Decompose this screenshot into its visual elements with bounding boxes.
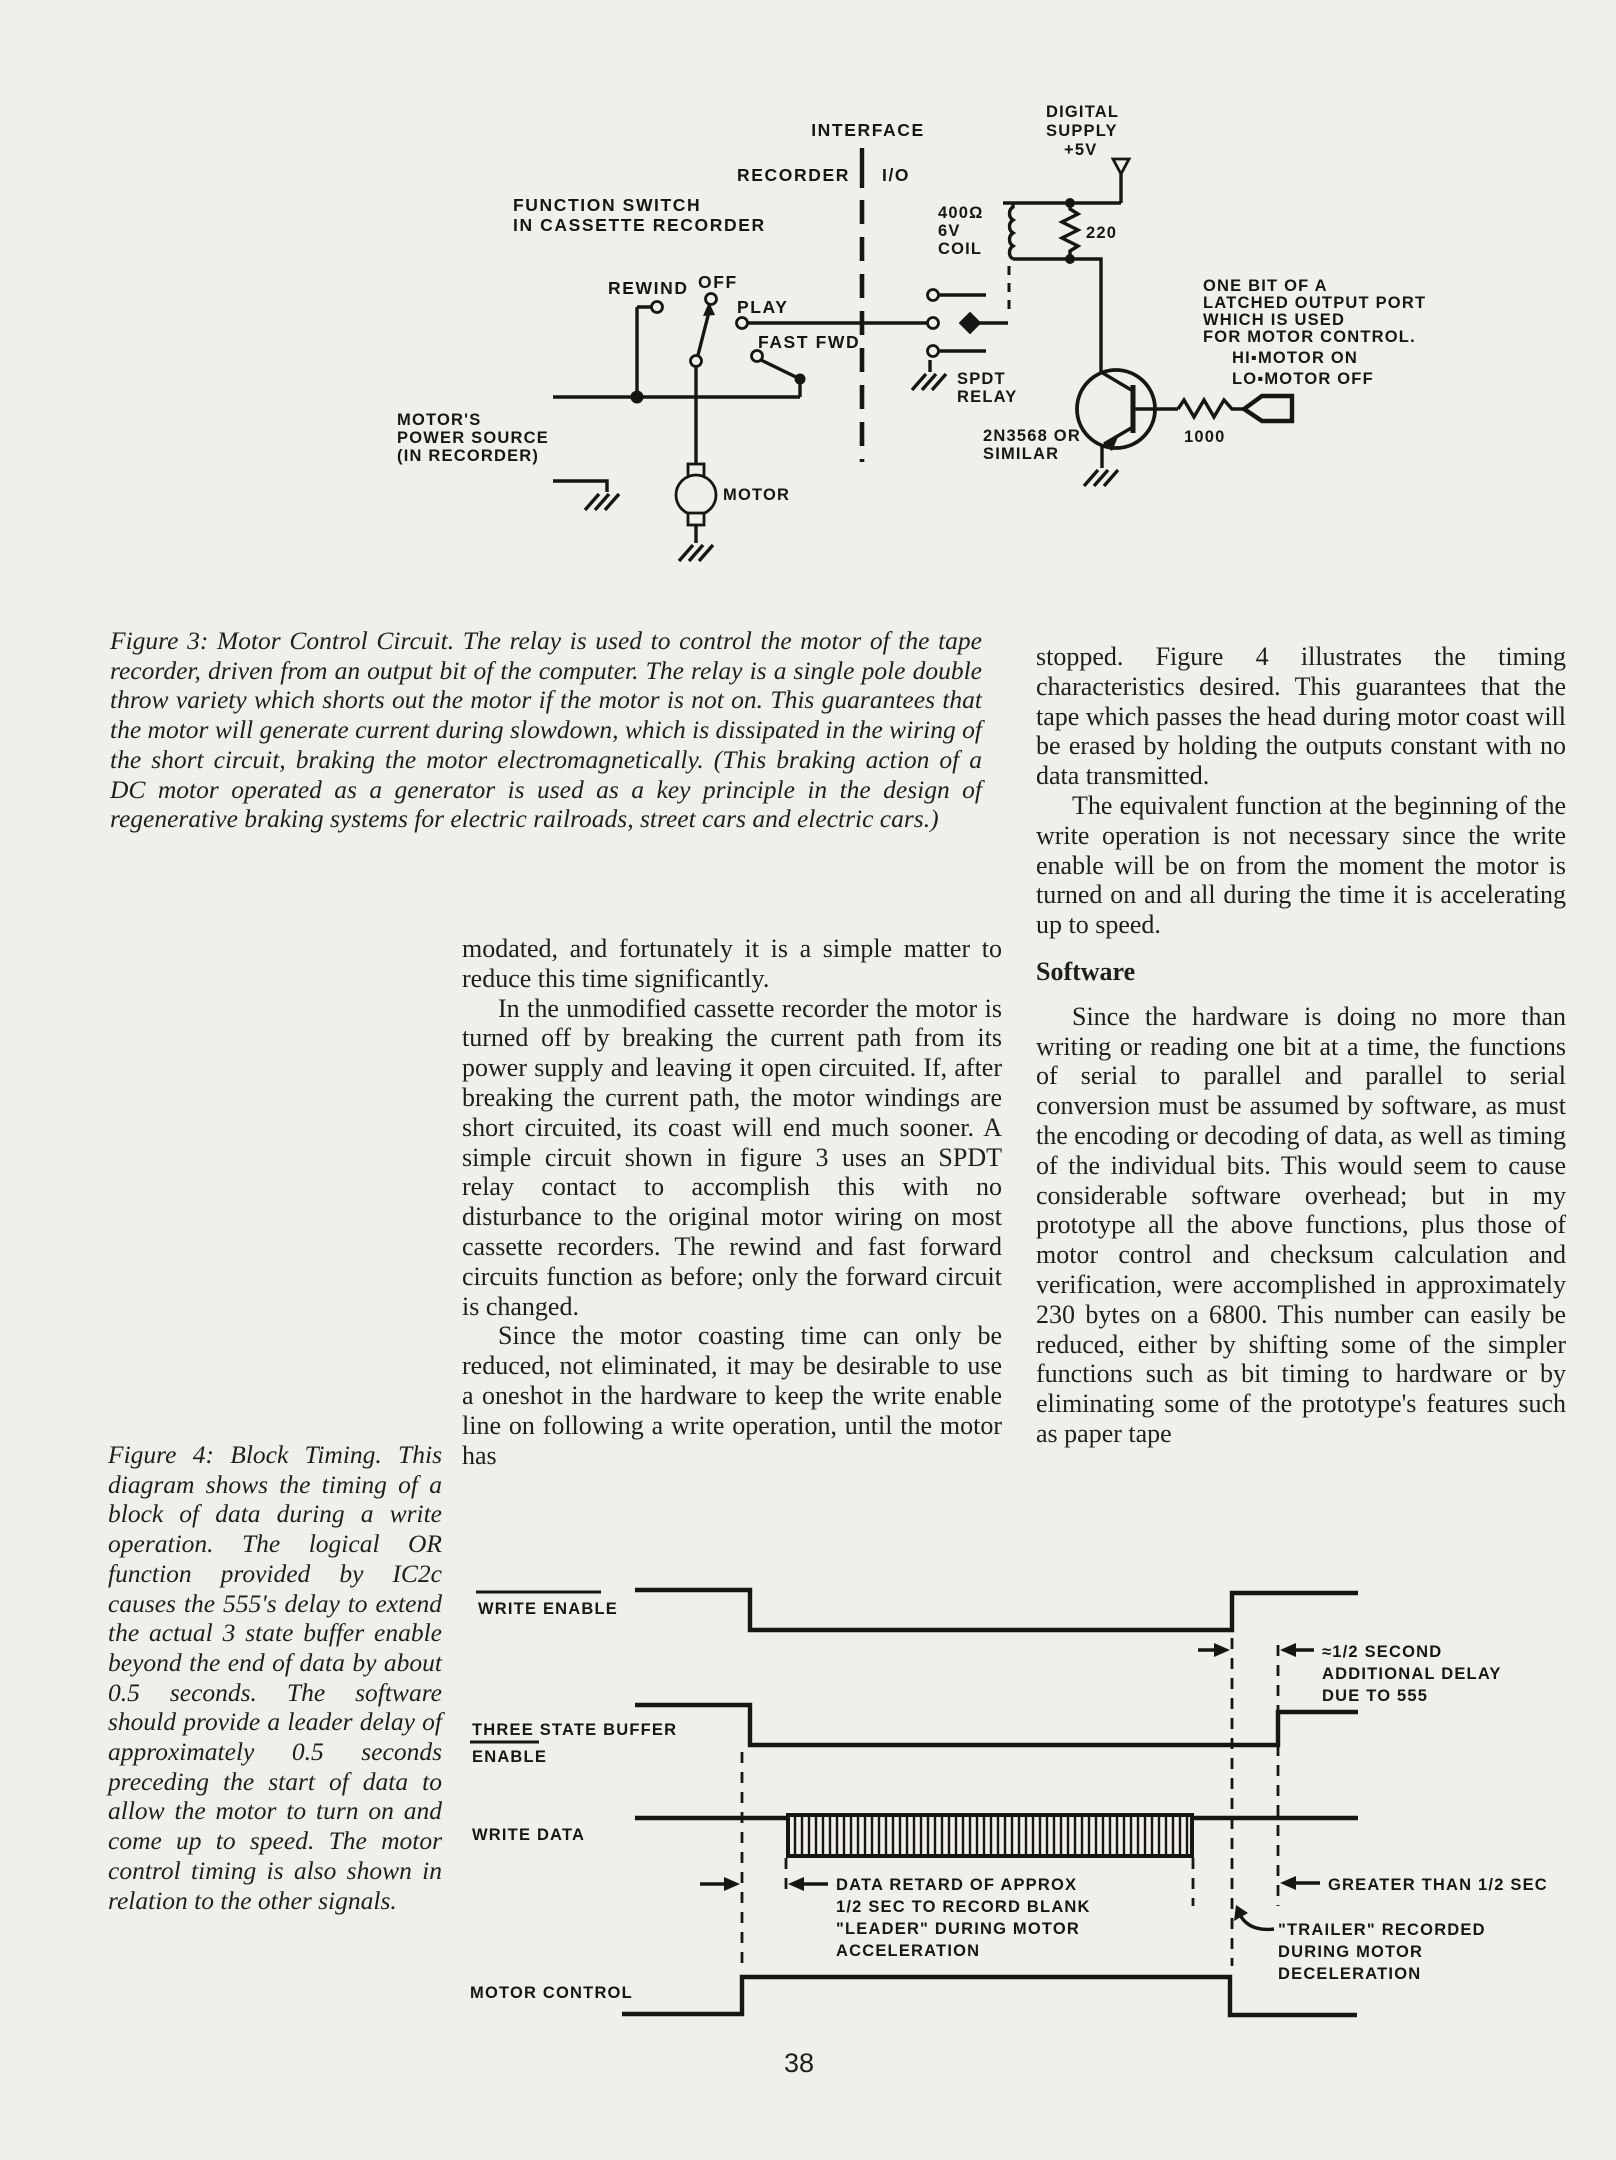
middle-paragraph-1: modated, and fortunately it is a simple … xyxy=(462,934,1002,993)
label-port-4: FOR MOTOR CONTROL. xyxy=(1203,328,1416,346)
annotation-trailer-2: DURING MOTOR xyxy=(1278,1943,1423,1961)
right-paragraph-2: The equivalent function at the beginning… xyxy=(1036,790,1566,940)
figure4-caption: Figure 4: Block Timing. This diagram sho… xyxy=(108,1440,442,1915)
right-column: stopped. Figure 4 illustrates the timing… xyxy=(1036,642,1566,1449)
label-motors: MOTOR'S xyxy=(397,411,481,429)
label-hi-motor-on: HI▪MOTOR ON xyxy=(1232,349,1358,367)
label-recorder: RECORDER xyxy=(737,165,850,185)
label-spdt: SPDT xyxy=(957,370,1006,388)
label-motor-control: MOTOR CONTROL xyxy=(470,1984,633,2002)
figure3-motor-control-schematic: INTERFACE RECORDER I/O DIGITAL SUPPLY +5… xyxy=(397,103,1426,563)
label-transistor-1: 2N3568 OR xyxy=(983,427,1081,445)
annotation-retard-2: 1/2 SEC TO RECORD BLANK xyxy=(836,1898,1091,1916)
label-coil-coil: COIL xyxy=(938,240,982,258)
right-paragraph-3: Since the hardware is doing no more than… xyxy=(1036,1001,1566,1448)
right-paragraph-1: stopped. Figure 4 illustrates the timing… xyxy=(1036,642,1566,791)
label-write-data: WRITE DATA xyxy=(472,1826,585,1844)
write-data-burst xyxy=(786,1813,1194,1858)
middle-column: modated, and fortunately it is a simple … xyxy=(462,934,1002,1470)
annotation-greater: GREATER THAN 1/2 SEC xyxy=(1328,1876,1548,1894)
annotation-delay-3: DUE TO 555 xyxy=(1322,1687,1428,1705)
label-relay: RELAY xyxy=(957,388,1017,406)
annotation-retard-1: DATA RETARD OF APPROX xyxy=(836,1876,1077,1894)
timing-annotations: ≈1/2 SECOND ADDITIONAL DELAY DUE TO 555 … xyxy=(836,1643,1548,1983)
middle-paragraph-3: Since the motor coasting time can only b… xyxy=(462,1321,1002,1470)
label-port-3: WHICH IS USED xyxy=(1203,311,1345,329)
annotation-retard-3: "LEADER" DURING MOTOR xyxy=(836,1920,1080,1938)
annotation-delay-1: ≈1/2 SECOND xyxy=(1322,1643,1442,1661)
label-transistor-2: SIMILAR xyxy=(983,445,1059,463)
label-lo-motor-off: LO▪MOTOR OFF xyxy=(1232,370,1374,388)
label-enable: ENABLE xyxy=(472,1748,547,1766)
figure3-caption: Figure 3: Motor Control Circuit. The rel… xyxy=(110,626,982,834)
annotation-retard-4: ACCELERATION xyxy=(836,1942,980,1960)
label-supply: SUPPLY xyxy=(1046,122,1118,140)
schematic-labels: INTERFACE RECORDER I/O DIGITAL SUPPLY +5… xyxy=(397,103,1426,504)
middle-paragraph-2: In the unmodified cassette recorder the … xyxy=(462,993,1002,1321)
motor-control-waveform xyxy=(622,1974,1357,2018)
annotation-trailer-1: "TRAILER" RECORDED xyxy=(1278,1921,1486,1939)
timing-labels: WRITE ENABLE THREE STATE BUFFER ENABLE W… xyxy=(470,1590,677,2002)
label-coil-6v: 6V xyxy=(938,222,961,240)
label-interface: INTERFACE xyxy=(811,120,925,140)
label-io: I/O xyxy=(882,165,910,185)
label-function-switch-2: IN CASSETTE RECORDER xyxy=(513,215,766,235)
label-port-1: ONE BIT OF A xyxy=(1203,277,1328,295)
label-r1000: 1000 xyxy=(1184,428,1226,446)
schematic-wires xyxy=(553,157,1295,563)
label-digital: DIGITAL xyxy=(1046,103,1119,121)
label-coil-400: 400Ω xyxy=(938,204,984,222)
software-heading: Software xyxy=(1036,956,1136,986)
label-rewind: REWIND xyxy=(608,278,689,298)
label-off: OFF xyxy=(698,272,738,292)
label-plus5v: +5V xyxy=(1064,141,1097,159)
label-play: PLAY xyxy=(737,297,788,317)
label-motor: MOTOR xyxy=(723,486,790,504)
timing-dashed-guides xyxy=(740,1638,1280,1966)
timing-arrows xyxy=(700,1643,1320,1932)
label-port-2: LATCHED OUTPUT PORT xyxy=(1203,294,1426,312)
annotation-delay-2: ADDITIONAL DELAY xyxy=(1322,1665,1502,1683)
label-fastfwd: FAST FWD xyxy=(758,332,860,352)
label-write-enable: WRITE ENABLE xyxy=(478,1600,618,1618)
timing-waveforms xyxy=(622,1587,1358,2018)
label-r220: 220 xyxy=(1086,224,1117,242)
label-function-switch-1: FUNCTION SWITCH xyxy=(513,195,701,215)
page-number: 38 xyxy=(783,2048,815,2078)
label-three-state-buffer: THREE STATE BUFFER xyxy=(472,1721,677,1739)
label-power-source: POWER SOURCE xyxy=(397,429,549,447)
figure4-block-timing-diagram: WRITE ENABLE THREE STATE BUFFER ENABLE W… xyxy=(470,1587,1548,2018)
annotation-trailer-3: DECELERATION xyxy=(1278,1965,1421,1983)
three-state-buffer-waveform xyxy=(635,1702,1358,1748)
write-enable-waveform xyxy=(635,1587,1358,1633)
label-in-recorder: (IN RECORDER) xyxy=(397,447,539,465)
